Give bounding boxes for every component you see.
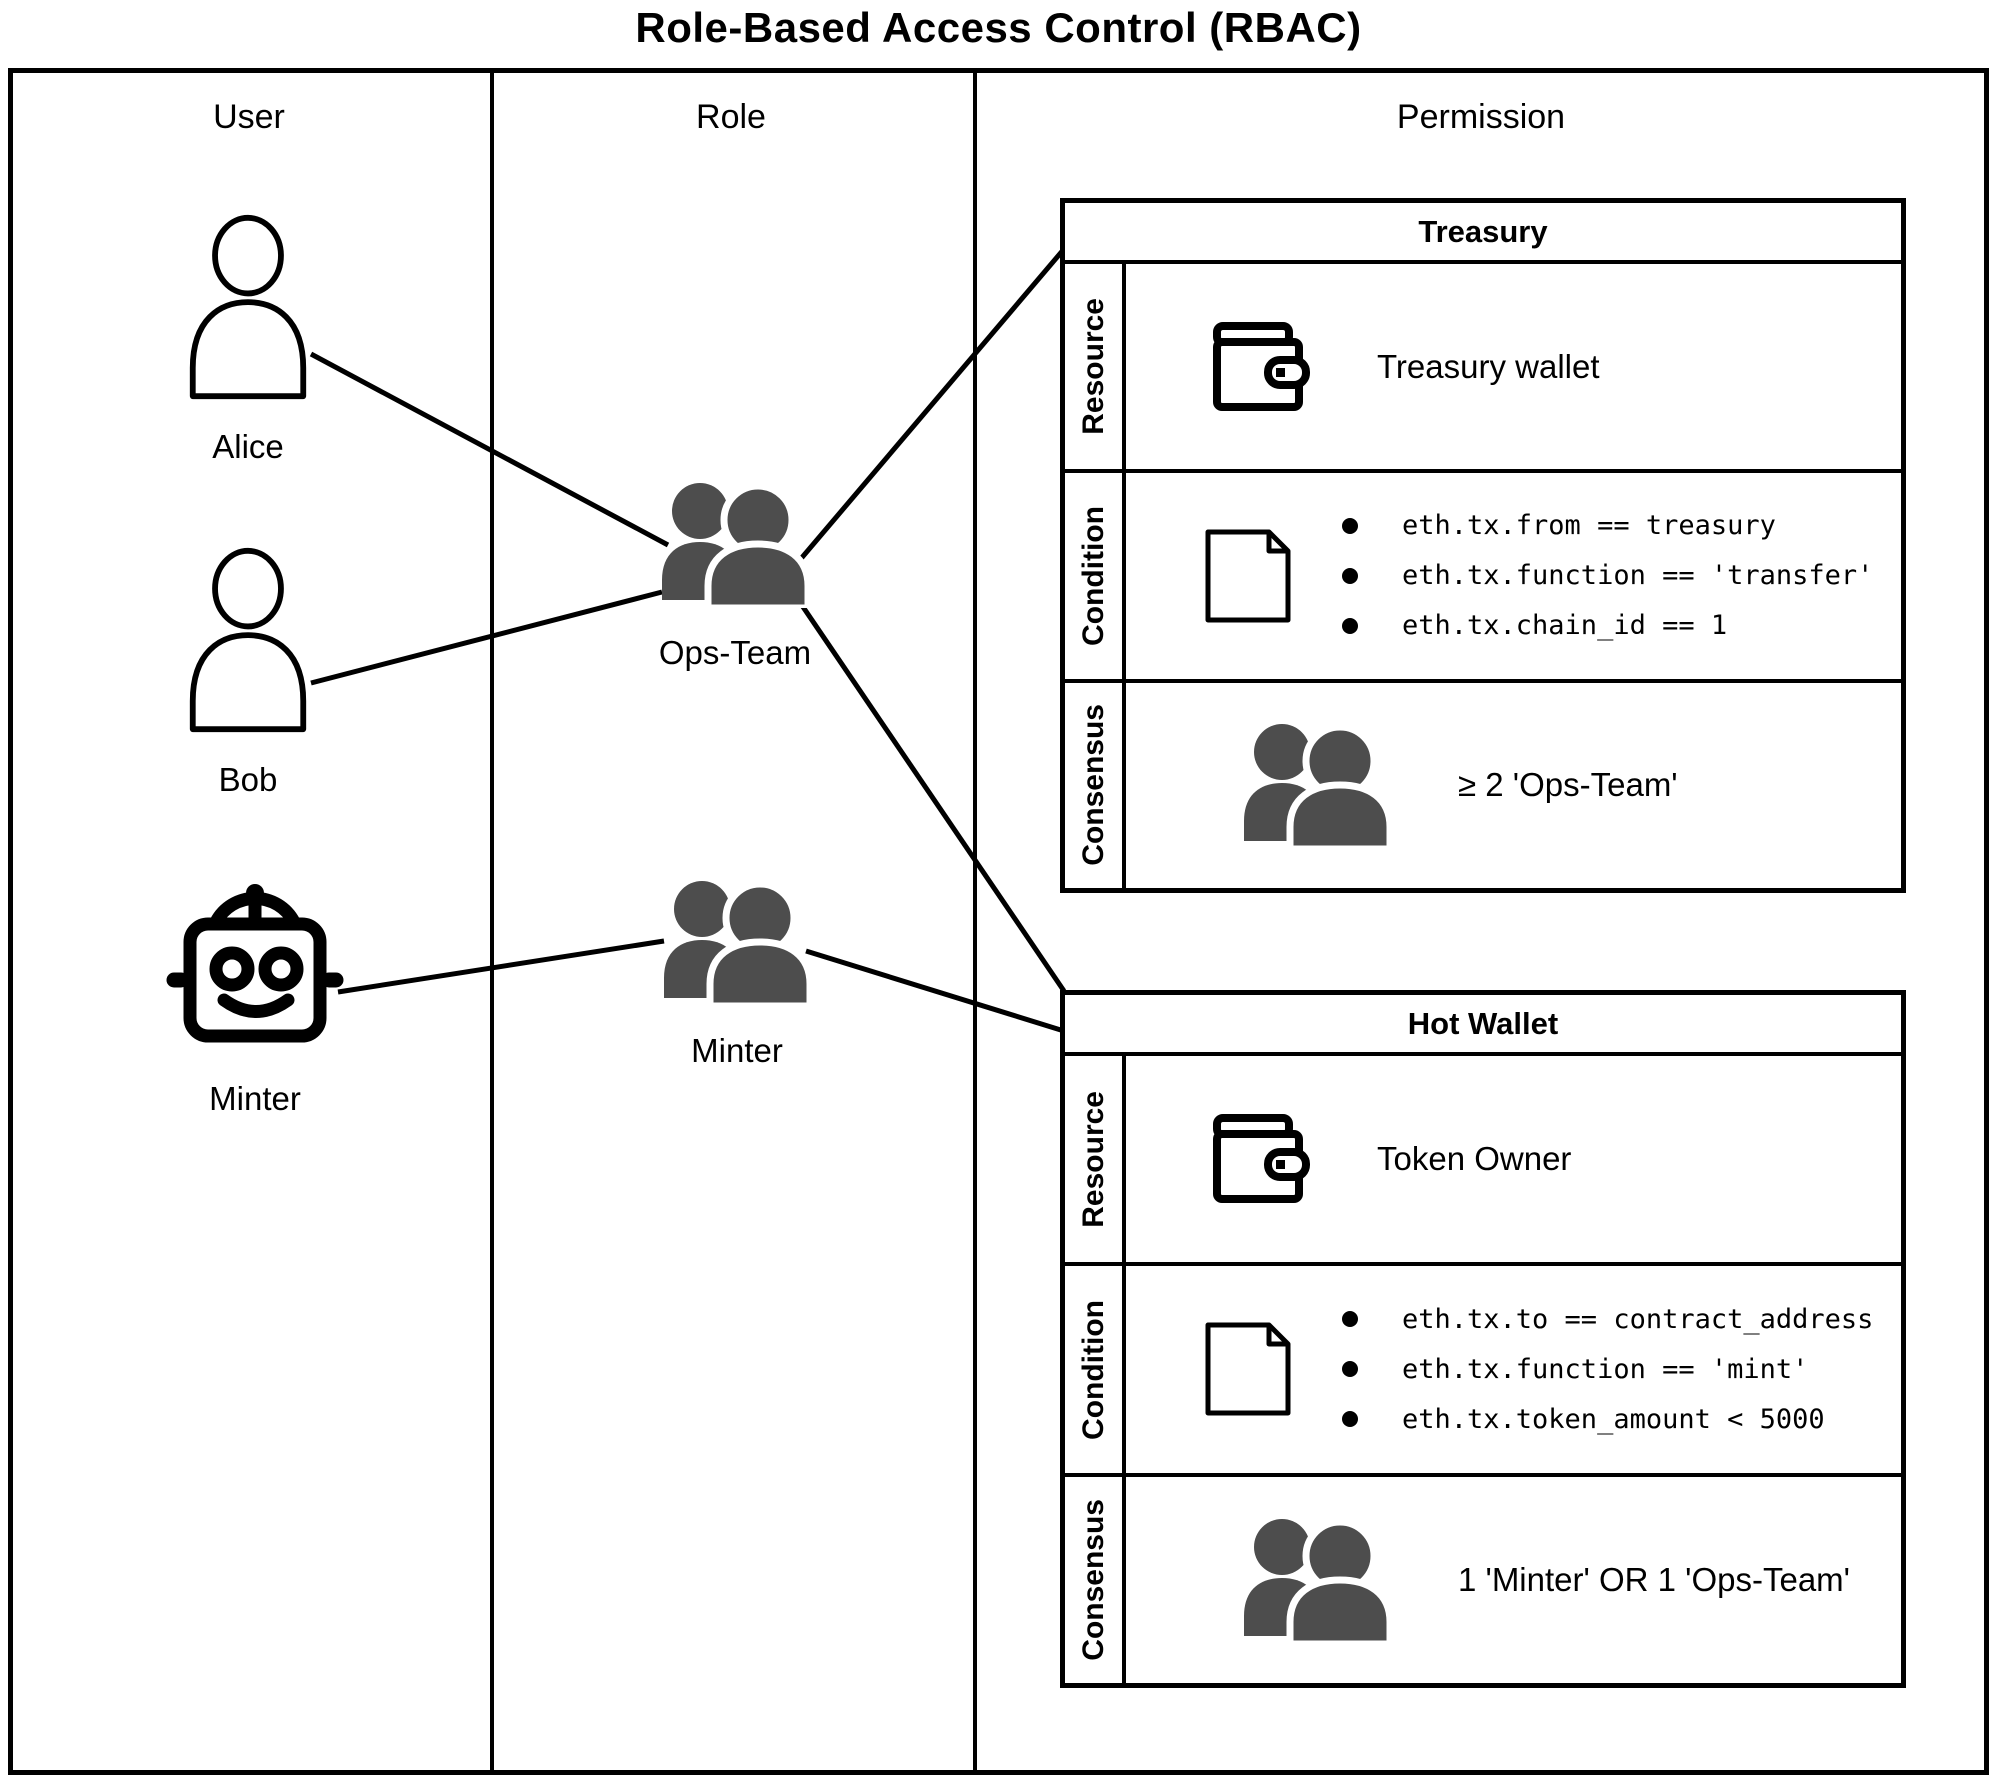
condition-list: eth.tx.to == contract_address eth.tx.fun… xyxy=(1338,1286,1873,1453)
condition-item: eth.tx.token_amount < 5000 xyxy=(1338,1403,1873,1436)
consensus-row: Consensus ≥ 2 'Ops-Team' xyxy=(1065,678,1901,888)
wallet-icon xyxy=(1213,321,1310,411)
column-header-role: Role xyxy=(696,98,766,136)
condition-item: eth.tx.chain_id == 1 xyxy=(1338,609,1873,642)
diagram-frame xyxy=(8,68,1989,1775)
resource-row: Resource Token Owner xyxy=(1065,1052,1901,1263)
condition-list: eth.tx.from == treasury eth.tx.function … xyxy=(1338,492,1873,659)
user-node-alice: Alice xyxy=(148,212,348,466)
team-icon xyxy=(664,880,814,1006)
document-icon xyxy=(1205,529,1291,623)
permission-card-treasury: Treasury Resource Treasury wallet Condit… xyxy=(1060,198,1906,893)
column-header-permission: Permission xyxy=(1396,98,1566,136)
user-node-minter: Minter xyxy=(155,876,355,1118)
document-icon xyxy=(1205,1322,1291,1416)
role-node-minter: Minter xyxy=(637,878,837,1070)
robot-icon xyxy=(166,884,344,1043)
role-node-opsteam: Ops-Team xyxy=(635,480,835,672)
consensus-row: Consensus 1 'Minter' OR 1 'Ops-Team' xyxy=(1065,1472,1901,1683)
condition-item: eth.tx.from == treasury xyxy=(1338,509,1873,542)
resource-row-label: Resource xyxy=(1065,264,1126,470)
resource-text: Token Owner xyxy=(1377,1140,1572,1178)
divider-role-permission xyxy=(973,68,977,1775)
permission-card-title: Treasury xyxy=(1418,213,1548,249)
role-label: Minter xyxy=(691,1032,783,1069)
consensus-team-icon xyxy=(1244,1518,1394,1644)
column-header-user: User xyxy=(213,98,285,136)
resource-row: Resource Treasury wallet xyxy=(1065,260,1901,470)
user-node-bob: Bob xyxy=(148,545,348,799)
role-label: Ops-Team xyxy=(658,634,812,671)
person-icon xyxy=(189,214,307,400)
consensus-team-icon xyxy=(1244,723,1394,850)
condition-row-label: Condition xyxy=(1065,1266,1126,1473)
team-icon xyxy=(662,482,812,608)
condition-item: eth.tx.function == 'transfer' xyxy=(1338,559,1873,592)
permission-card-hot-wallet: Hot Wallet Resource Token Owner Conditio… xyxy=(1060,990,1906,1688)
user-label: Alice xyxy=(212,428,284,465)
condition-item: eth.tx.function == 'mint' xyxy=(1338,1353,1873,1386)
consensus-text: ≥ 2 'Ops-Team' xyxy=(1458,766,1678,804)
divider-user-role xyxy=(490,68,494,1775)
consensus-text: 1 'Minter' OR 1 'Ops-Team' xyxy=(1458,1560,1850,1598)
person-icon xyxy=(189,547,307,733)
user-label: Minter xyxy=(209,1080,301,1117)
permission-card-title: Hot Wallet xyxy=(1407,1005,1559,1041)
wallet-icon xyxy=(1213,1114,1310,1204)
consensus-row-label: Consensus xyxy=(1065,1476,1126,1683)
condition-row: Condition eth.tx.from == treasury eth.tx… xyxy=(1065,469,1901,679)
condition-row-label: Condition xyxy=(1065,473,1126,679)
consensus-row-label: Consensus xyxy=(1065,682,1126,888)
resource-text: Treasury wallet xyxy=(1377,347,1600,385)
condition-item: eth.tx.to == contract_address xyxy=(1338,1303,1873,1336)
condition-row: Condition eth.tx.to == contract_address … xyxy=(1065,1262,1901,1473)
page-title: Role-Based Access Control (RBAC) xyxy=(635,4,1362,51)
user-label: Bob xyxy=(218,761,278,798)
resource-row-label: Resource xyxy=(1065,1056,1126,1263)
